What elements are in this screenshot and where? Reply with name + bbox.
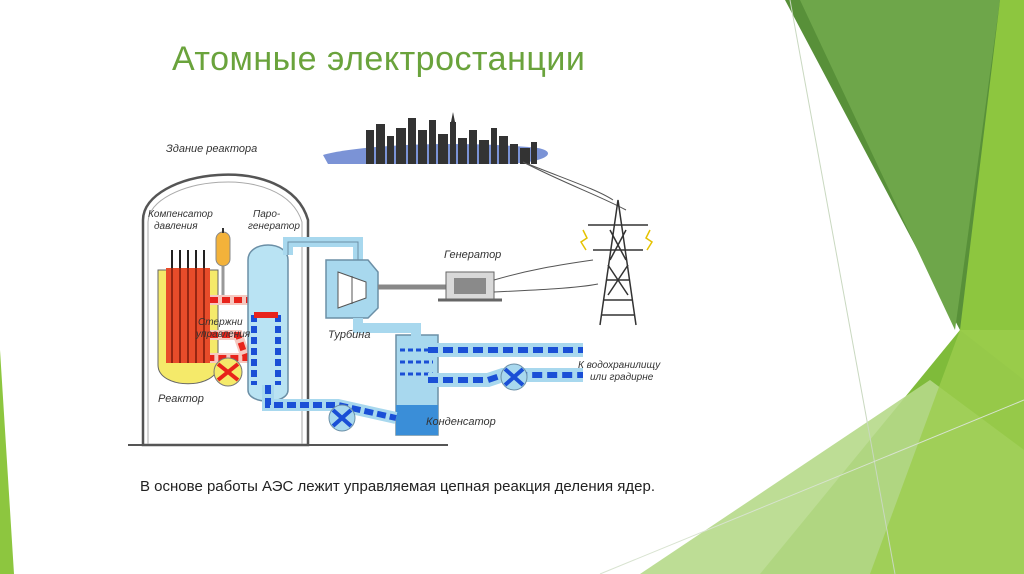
steam-pipe — [283, 237, 363, 262]
turbine-to-condenser — [353, 318, 421, 336]
label-pressure-compensator-2: давления — [154, 221, 198, 232]
npp-diagram: Здание реактора Компенсатор давления Пар… — [128, 112, 661, 447]
label-reactor: Реактор — [158, 393, 204, 405]
cooling-pump — [500, 363, 528, 391]
city-skyline — [323, 112, 548, 164]
generator — [438, 271, 502, 302]
cooling-loop — [428, 343, 583, 387]
label-control-rods-1: Стержни — [198, 317, 243, 328]
power-line-2 — [493, 283, 599, 293]
body-text: В основе работы АЭС лежит управляемая це… — [140, 478, 656, 495]
label-reservoir-1: К водохранилищу — [578, 360, 661, 371]
thin-line-2 — [599, 399, 1024, 574]
label-pressure-compensator-1: Компенсатор — [148, 209, 213, 220]
slide-title: Атомные электростанции — [172, 40, 586, 78]
label-turbine: Турбина — [328, 329, 370, 341]
secondary-loop — [262, 385, 398, 424]
transmission-tower — [579, 199, 654, 326]
feed-pump — [328, 404, 356, 432]
reactor-vessel — [157, 250, 219, 385]
steam-generator — [247, 244, 289, 402]
thin-line-1 — [789, 0, 896, 574]
reactor-building — [141, 173, 310, 447]
green-shape-left — [0, 350, 14, 574]
label-control-rods-2: управления — [195, 329, 251, 340]
turbine — [325, 259, 379, 319]
label-condenser: Конденсатор — [426, 416, 496, 428]
label-steam-generator-1: Паро- — [253, 209, 281, 220]
condenser — [395, 334, 439, 436]
label-generator: Генератор — [444, 249, 501, 261]
label-reservoir-2: или градирне — [590, 372, 654, 383]
label-reactor-building: Здание реактора — [166, 143, 257, 155]
power-line-city — [527, 163, 614, 201]
green-shape-2 — [800, 0, 1000, 330]
power-line-1 — [493, 259, 594, 281]
label-steam-generator-2: генератор — [248, 221, 300, 232]
primary-pump — [213, 357, 243, 387]
green-shape-6 — [870, 330, 1024, 574]
